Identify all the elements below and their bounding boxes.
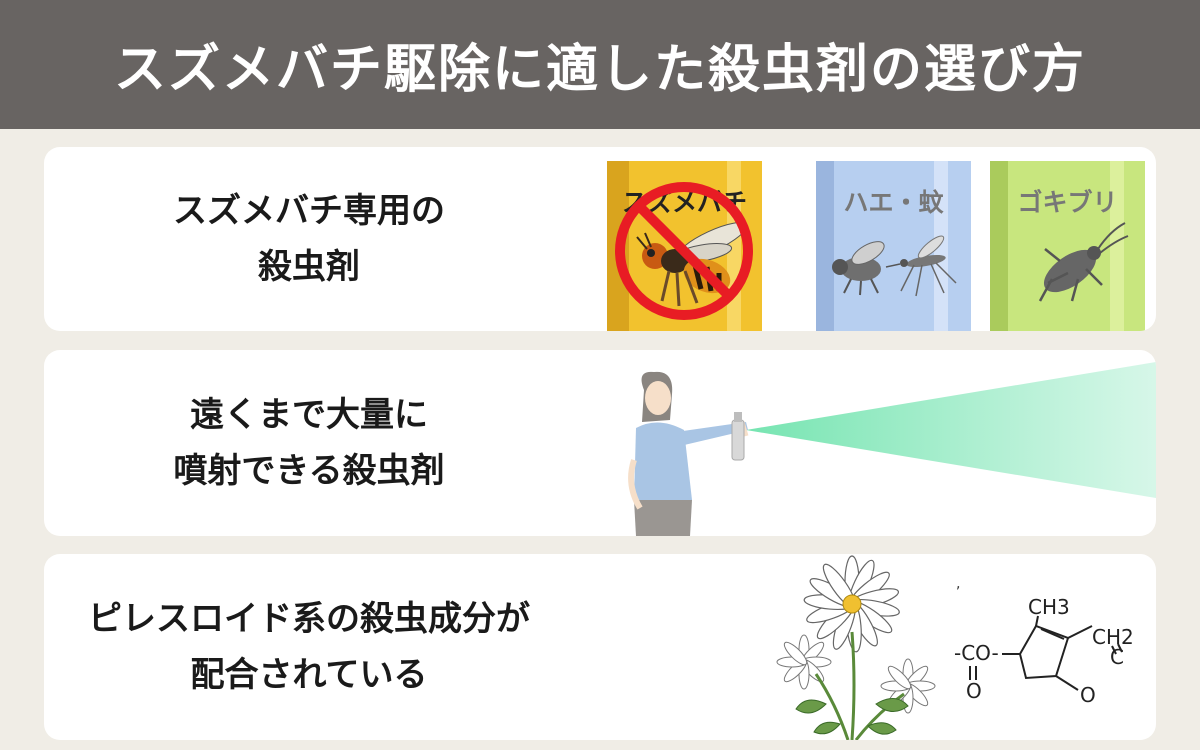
card-line-2: 配合されている — [190, 655, 428, 695]
cockroach-spray-can: ゴキブリ — [990, 161, 1145, 331]
chem-o-bottom: O — [966, 679, 982, 703]
spray-illustration — [628, 362, 1156, 536]
spray-mist — [746, 362, 1156, 498]
card-line-1: ピレスロイド系の殺虫成分が — [88, 599, 530, 639]
chem-ch2: CH2 — [1092, 625, 1134, 649]
card-text: ピレスロイド系の殺虫成分が 配合されている — [44, 554, 574, 740]
chem-ch3: CH3 — [1028, 595, 1070, 619]
card-text: 遠くまで大量に 噴射できる殺虫剤 — [44, 350, 574, 536]
card-line-1: 遠くまで大量に — [190, 395, 428, 435]
chem-co: -CO- — [954, 641, 999, 665]
cockroach-can-label: ゴキブリ — [1017, 188, 1118, 217]
card-dedicated-insecticide: スズメバチ専用の 殺虫剤 スズメバチ — [44, 147, 1156, 331]
prohibited-icon — [615, 182, 753, 320]
card-line-2: 噴射できる殺虫剤 — [173, 451, 445, 491]
card-line-2: 殺虫剤 — [258, 247, 360, 287]
person-spraying-icon — [628, 371, 749, 536]
fly-mosquito-icon — [832, 235, 957, 297]
page-title: スズメバチ駆除に適した殺虫剤の選び方 — [113, 40, 1086, 100]
cockroach-icon — [1038, 222, 1129, 302]
card-long-range-spray: 遠くまで大量に 噴射できる殺虫剤 — [44, 350, 1156, 536]
card-line-1: スズメバチ専用の — [173, 191, 445, 231]
chrysanthemum-icon — [776, 555, 936, 740]
cockroach-can-graphic — [990, 161, 1145, 331]
fly-can-label: ハエ・蚊 — [843, 188, 944, 217]
page-header: スズメバチ駆除に適した殺虫剤の選び方 — [0, 0, 1200, 129]
chem-mark: , — [956, 576, 960, 592]
card-text: スズメバチ専用の 殺虫剤 — [44, 147, 574, 331]
pyrethrin-structure-icon: , CH3 CH2 C -CO- O O — [954, 576, 1134, 707]
fly-mosquito-spray-can: ハエ・蚊 — [816, 161, 971, 331]
card-pyrethroid-ingredient: ピレスロイド系の殺虫成分が 配合されている — [44, 554, 1156, 740]
chem-o-ring: O — [1080, 683, 1096, 707]
chem-c: C — [1110, 645, 1124, 669]
fly-can-graphic — [816, 161, 971, 331]
hornet-spray-can: スズメバチ — [607, 161, 762, 331]
